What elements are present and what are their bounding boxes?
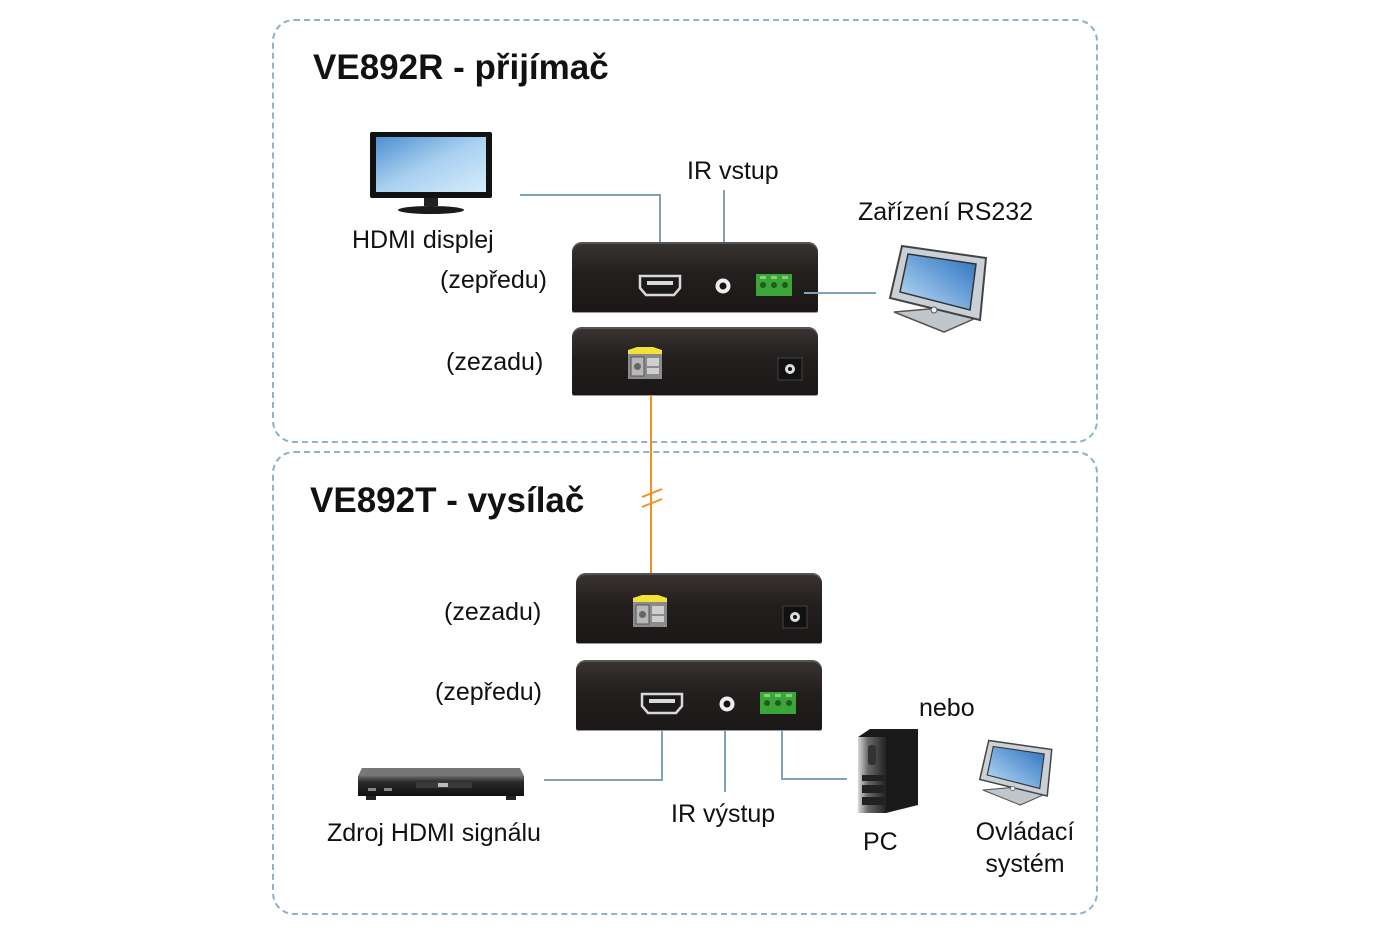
receiver-rear-label: (zezadu) — [446, 348, 544, 376]
rs232-cable — [804, 292, 876, 294]
receiver-front-label: (zepředu) — [440, 266, 547, 294]
ir-output-cable — [724, 730, 726, 792]
display-hdmi-cable — [520, 194, 661, 196]
rs232-pc-cable — [781, 778, 847, 780]
receiver-title: VE892R - přijímač — [313, 48, 609, 87]
ir-input-label: IR vstup — [687, 157, 779, 185]
or-label: nebo — [919, 694, 975, 722]
ir-jack-icon — [715, 278, 731, 294]
hdmi-port-icon — [638, 274, 682, 297]
cable-break-icon — [641, 488, 663, 508]
control-system-label: Ovládací systém — [968, 816, 1082, 880]
rs232-device-icon — [888, 244, 988, 333]
source-hdmi-cable-vertical — [661, 730, 663, 780]
control-system-icon — [978, 739, 1053, 806]
hdmi-source-icon — [358, 768, 524, 800]
transmitter-title: VE892T - vysílač — [310, 481, 585, 520]
control-system-label-line1: Ovládací — [975, 818, 1075, 846]
fiber-optic-cable — [650, 395, 652, 587]
rs232-device-label: Zařízení RS232 — [858, 198, 1034, 226]
rs232-terminal-icon — [760, 692, 796, 714]
receiver-rear-unit — [572, 327, 818, 395]
transmitter-panel — [272, 451, 1098, 915]
hdmi-display-icon — [370, 132, 492, 214]
hdmi-display-label: HDMI displej — [352, 226, 494, 254]
rs232-terminal-icon — [756, 274, 792, 296]
sfp-port-icon — [633, 595, 667, 627]
power-jack-icon — [782, 605, 808, 629]
power-jack-icon — [777, 357, 803, 381]
rs232-pc-cable-vertical — [781, 730, 783, 780]
transmitter-rear-unit — [576, 573, 822, 643]
transmitter-rear-label: (zezadu) — [444, 598, 542, 626]
hdmi-port-icon — [640, 692, 684, 715]
source-hdmi-cable — [544, 779, 663, 781]
display-hdmi-cable-vertical — [659, 194, 661, 272]
ir-jack-icon — [719, 696, 735, 712]
transmitter-front-label: (zepředu) — [435, 678, 542, 706]
ir-input-cable — [723, 190, 725, 280]
pc-label: PC — [863, 828, 898, 856]
sfp-port-icon — [628, 347, 662, 379]
control-system-label-line2: systém — [985, 850, 1065, 878]
hdmi-source-label: Zdroj HDMI signálu — [327, 819, 541, 847]
receiver-panel — [272, 19, 1098, 443]
ir-output-label: IR výstup — [671, 800, 776, 828]
pc-tower-icon — [858, 729, 918, 813]
